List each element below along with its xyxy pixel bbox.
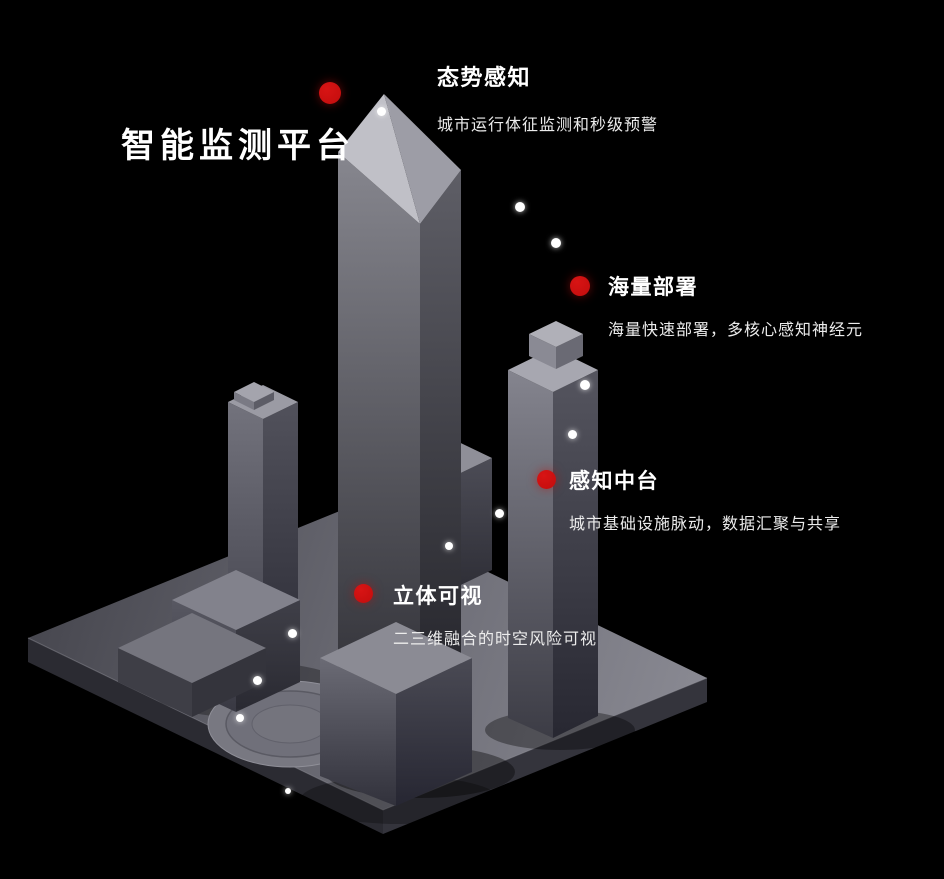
slab-low-b (118, 613, 266, 717)
feature-stereo-visualization: 立体可视 二三维融合的时空风险可视 (393, 580, 597, 649)
tower-spike (338, 94, 461, 760)
feature-description: 二三维融合的时空风险可视 (393, 631, 598, 648)
block-front (320, 622, 472, 806)
feature-situational-awareness: 态势感知 城市运行体征监测和秒级预警 (437, 60, 658, 135)
feature-description: 海量快速部署，多核心感知神经元 (608, 322, 864, 339)
feature-title: 海量部署 (608, 276, 698, 299)
feature-title: 立体可视 (393, 585, 483, 608)
tower-right (508, 321, 598, 738)
platform-title: 智能监测平台 (121, 127, 355, 165)
feature-massive-deployment: 海量部署 海量快速部署，多核心感知神经元 (608, 271, 863, 340)
feature-title: 感知中台 (569, 470, 659, 493)
feature-description: 城市运行体征监测和秒级预警 (437, 117, 659, 134)
feature-description: 城市基础设施脉动，数据汇聚与共享 (569, 516, 842, 533)
feature-perception-midplatform: 感知中台 城市基础设施脉动，数据汇聚与共享 (569, 465, 841, 534)
feature-title: 态势感知 (437, 65, 532, 90)
